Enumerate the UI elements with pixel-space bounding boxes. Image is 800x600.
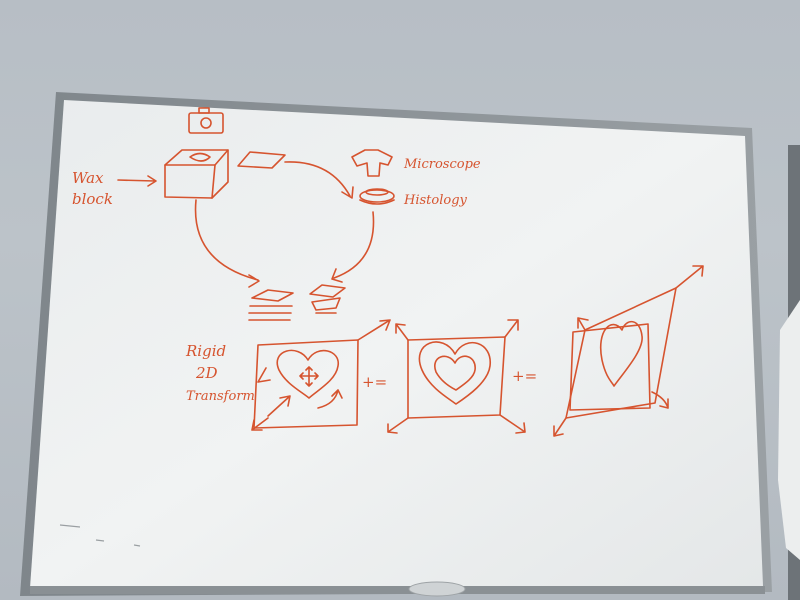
histology-label: Histology [403, 193, 468, 208]
wax-block-label-line2: block [72, 190, 113, 208]
rigid-label-line1: Rigid [185, 342, 226, 360]
histology-slides-icon [359, 188, 395, 205]
marker-tray [30, 586, 765, 594]
whiteboard-surface [30, 100, 763, 588]
arrow-to-block [117, 175, 157, 187]
hanging-cloth [778, 300, 800, 560]
eraser [408, 581, 466, 597]
board-smudge [59, 524, 141, 547]
microscope-label: Microscope [403, 157, 481, 172]
rigid-label-line2: 2D [195, 364, 218, 382]
arrow-histology-to-stack [331, 211, 375, 283]
arrow-to-histology [284, 161, 354, 199]
transform-panel-3 [553, 265, 704, 437]
slice-stack-icon [248, 284, 346, 321]
rigid-label-line3: Transform [186, 389, 255, 404]
arrow-block-to-stack [194, 199, 260, 288]
transform-panel-2 [387, 319, 526, 434]
microscope-icon [351, 149, 393, 177]
heart-shape-icon [276, 349, 339, 399]
slice-icon [237, 151, 286, 169]
wax-block-label-line1: Wax [72, 169, 104, 187]
plus-equals-2: += [512, 367, 537, 385]
plus-equals-1: += [362, 373, 387, 391]
wax-block-cube-icon [164, 149, 229, 199]
transform-panel-1 [251, 319, 391, 431]
camera-icon [188, 107, 224, 134]
